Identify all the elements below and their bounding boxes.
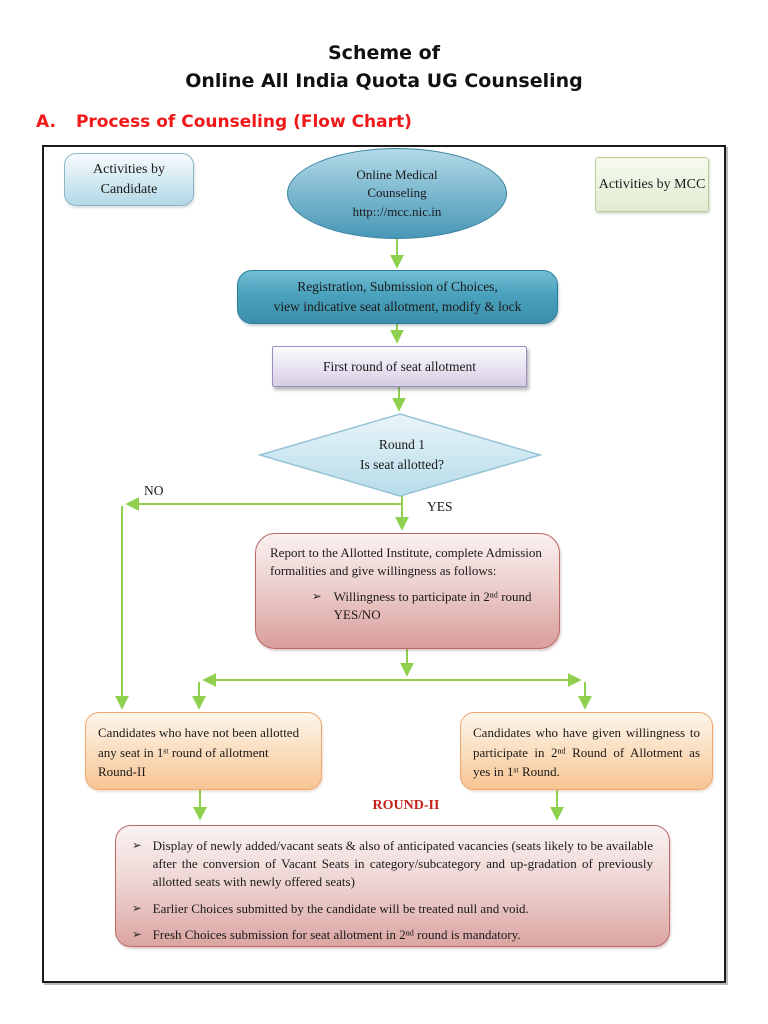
decision-diamond-shape (257, 413, 543, 497)
branch-label-no: NO (144, 483, 164, 498)
arrow-bullet-icon: ➢ (132, 838, 142, 852)
registration-line-1: Registration, Submission of Choices, (297, 279, 498, 295)
round2-bullet-2: Earlier Choices submitted by the candida… (152, 900, 529, 916)
report-to-institute-node: Report to the Allotted Institute, comple… (255, 533, 560, 649)
not-allotted-text: Candidates who have not been allotted an… (98, 725, 300, 779)
round2-bullet-1: Display of newly added/vacant seats & al… (152, 838, 653, 890)
registration-node: Registration, Submission of Choices, vie… (237, 270, 558, 324)
first-round-label: First round of seat allotment (323, 358, 476, 374)
willingness-yes-node: Candidates who have given willingness to… (460, 712, 713, 790)
section-heading: A. Process of Counseling (Flow Chart) (36, 112, 412, 132)
legend-activities-by-candidate: Activities by Candidate (64, 153, 194, 206)
round-2-heading: ROUND-II (372, 798, 440, 813)
start-node-online-medical-counseling: Online Medical Counseling http:://mcc.ni… (287, 148, 507, 239)
flow-connectors (115, 239, 592, 821)
start-line-2: Counseling (367, 185, 427, 201)
legend-activities-by-mcc: Activities by MCC (595, 157, 709, 212)
arrow-bullet-icon: ➢ (312, 588, 322, 603)
legend-candidate-label: Activities by Candidate (93, 161, 165, 197)
document-title: Scheme of Online All India Quota UG Coun… (0, 40, 768, 95)
report-bullet-text: Willingness to participate in 2ⁿᵈ round … (333, 588, 532, 623)
round2-bullet-3: Fresh Choices submission for seat allotm… (152, 926, 521, 942)
round-2-details-node: ➢ Display of newly added/vacant seats & … (115, 825, 670, 947)
section-label: A. (36, 112, 56, 132)
legend-mcc-label: Activities by MCC (598, 176, 706, 192)
registration-line-2: view indicative seat allotment, modify &… (273, 299, 522, 314)
flowchart-container: Activities by Candidate Online Medical C… (42, 145, 726, 983)
decision-line-2: Is seat allotted? (360, 456, 444, 472)
start-url: http:://mcc.nic.in (352, 203, 442, 219)
willingness-yes-text: Candidates who have given willingness to… (473, 725, 700, 779)
title-line-2: Online All India Quota UG Counseling (185, 69, 583, 92)
section-title: Process of Counseling (Flow Chart) (75, 112, 412, 132)
decision-node-label: Round 1 Is seat allotted? (310, 435, 494, 474)
arrow-bullet-icon: ➢ (132, 900, 142, 915)
first-round-node: First round of seat allotment (272, 346, 527, 387)
not-allotted-node: Candidates who have not been allotted an… (85, 712, 322, 790)
report-text: Report to the Allotted Institute, comple… (270, 545, 542, 579)
start-line-1: Online Medical (356, 167, 438, 183)
arrow-bullet-icon: ➢ (132, 926, 142, 941)
title-line-1: Scheme of (328, 42, 440, 64)
branch-label-yes: YES (427, 499, 453, 514)
decision-line-1: Round 1 (378, 437, 426, 452)
